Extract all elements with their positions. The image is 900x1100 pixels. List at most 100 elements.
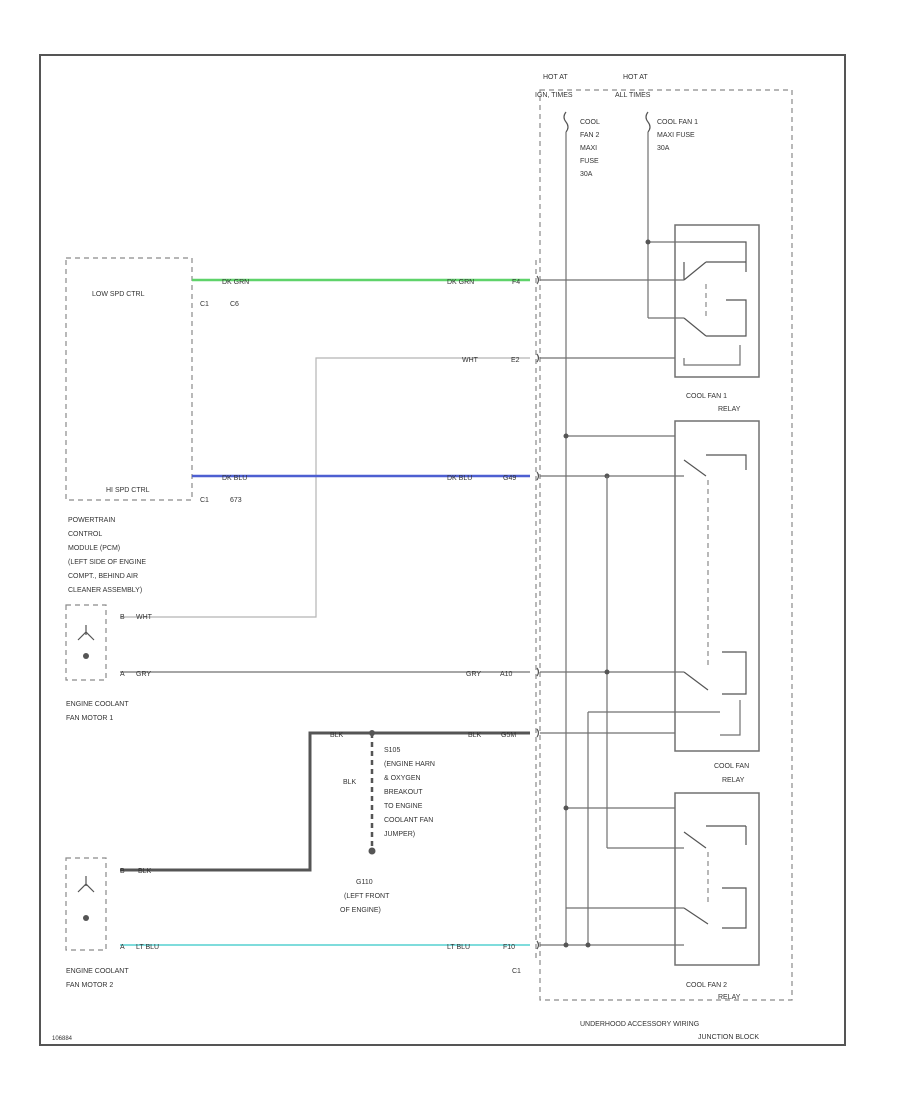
wire-blk-right-label: BLK xyxy=(468,732,482,739)
lt-blu-node-a xyxy=(585,942,591,948)
wire-gry-circuit: A10 xyxy=(500,671,513,678)
fuse1-line-1: MAXI FUSE xyxy=(657,132,695,139)
relay1-box xyxy=(674,224,760,378)
pcm-caption-2: MODULE (PCM) xyxy=(68,545,120,552)
splice-label-3: BREAKOUT xyxy=(384,789,423,796)
pcm-low-pin: LOW SPD CTRL xyxy=(92,291,145,298)
splice-label-5: COOLANT FAN xyxy=(384,817,433,824)
wire-blk-left-label: BLK xyxy=(330,732,344,739)
fuse1-node xyxy=(645,239,651,245)
motor2-blk-pin: B xyxy=(120,868,125,875)
motor2-blk-wire: BLK xyxy=(138,868,152,875)
ground-label-0: G110 xyxy=(356,879,373,886)
fuse2-line-1: FAN 2 xyxy=(580,132,600,139)
fuse1-line-0: COOL FAN 1 xyxy=(657,119,698,126)
wire-blk xyxy=(120,731,530,872)
splice-label-0: S105 xyxy=(384,747,400,754)
pcm-low-conn: C1 xyxy=(200,301,209,308)
splice-label-2: & OXYGEN xyxy=(384,775,421,782)
junction-caption-1: JUNCTION BLOCK xyxy=(698,1034,759,1041)
motor2-caption-0: ENGINE COOLANT xyxy=(66,968,129,975)
fuse2-line-0: COOL xyxy=(580,119,600,126)
relay2-contact-upper xyxy=(683,825,747,849)
ground-label-2: OF ENGINE) xyxy=(340,907,381,914)
fuse1-symbol xyxy=(645,111,651,133)
relay1-coil-return xyxy=(683,345,741,366)
relay-mid-contact-upper xyxy=(683,454,747,477)
hot-all-sub: ALL TIMES xyxy=(615,92,651,99)
relay-mid-box xyxy=(674,420,760,752)
c1-pin-1 xyxy=(536,275,540,285)
relay1-caption-0: COOL FAN 1 xyxy=(686,393,727,400)
pcm-hi-pin: HI SPD CTRL xyxy=(106,487,150,494)
diagram-frame xyxy=(39,54,846,1046)
c1-pin-2 xyxy=(536,353,540,363)
relay-mid-caption-0: COOL FAN xyxy=(714,763,749,770)
c1-pin-5 xyxy=(536,728,540,738)
fuse2-node-mid xyxy=(563,433,569,439)
pcm-low-cav: C6 xyxy=(230,301,239,308)
lt-blu-node-b xyxy=(563,942,569,948)
junction-block-box xyxy=(539,89,793,1001)
wire-blk-circuit: G5M xyxy=(501,732,516,739)
c1-pin-4 xyxy=(536,667,540,677)
hot-all-label: HOT AT xyxy=(623,74,648,81)
fan-motor1-ground-icon xyxy=(83,653,89,659)
pcm-caption-5: CLEANER ASSEMBLY) xyxy=(68,587,142,594)
figure-code: 106884 xyxy=(52,1036,73,1042)
pcm-hi-conn: C1 xyxy=(200,497,209,504)
relay1-contact-upper xyxy=(683,241,747,281)
wire-dk-grn-label: DK GRN xyxy=(222,279,249,286)
motor1-caption-1: FAN MOTOR 1 xyxy=(66,715,113,722)
c1-pin-3 xyxy=(536,471,540,481)
splice-label-6: JUMPER) xyxy=(384,831,415,838)
wire-wht-pin: E2 xyxy=(511,357,520,364)
wire-lt-blu-circuit: F10 xyxy=(503,944,515,951)
relay-mid-contact-lower xyxy=(683,651,747,695)
wire-wht xyxy=(120,357,530,618)
gry-node xyxy=(604,669,610,675)
motor1-wht-wire: WHT xyxy=(136,614,153,621)
hot-ign-label: HOT AT xyxy=(543,74,568,81)
fan-motor1-icon xyxy=(77,625,95,641)
relay2-box xyxy=(674,792,760,966)
wire-dk-grn-right-label: DK GRN xyxy=(447,279,474,286)
connector-c1-pins xyxy=(536,275,540,950)
motor2-caption-1: FAN MOTOR 2 xyxy=(66,982,113,989)
pcm-box xyxy=(65,257,193,501)
fuse2-node-relay2 xyxy=(563,805,569,811)
wire-dk-blu-right-label: DK BLU xyxy=(447,475,472,482)
relay1-caption-1: RELAY xyxy=(718,406,741,413)
pcm-caption-3: (LEFT SIDE OF ENGINE xyxy=(68,559,146,566)
wire-blk-mid-label: BLK xyxy=(343,779,357,786)
motor1-gry-wire: GRY xyxy=(136,671,151,678)
pcm-hi-cav: 673 xyxy=(230,497,242,504)
motor1-wht-pin: B xyxy=(120,614,125,621)
relay-mid-coil-return xyxy=(720,700,741,736)
wire-dk-grn-circuit: F4 xyxy=(512,279,520,286)
splice-label-1: (ENGINE HARN xyxy=(384,761,435,768)
fuse2-line-4: 30A xyxy=(580,171,593,178)
c1-pin-6 xyxy=(536,940,540,950)
fan-motor2-icon xyxy=(77,876,95,893)
hot-ign-sub: IGN, TIMES xyxy=(535,92,573,99)
junction-conn-label: C1 xyxy=(512,968,521,975)
pcm-caption-0: POWERTRAIN xyxy=(68,517,115,524)
wire-dk-blu-circuit: G49 xyxy=(503,475,516,482)
fan-motor2-ground-icon xyxy=(83,915,89,921)
motor2-ltblu-pin: A xyxy=(120,944,125,951)
relay2-caption-1: RELAY xyxy=(718,994,741,1001)
wire-wht-label: WHT xyxy=(462,357,479,364)
relay1-contact-lower xyxy=(683,299,747,337)
motor1-caption-0: ENGINE COOLANT xyxy=(66,701,129,708)
wire-gry-right-label: GRY xyxy=(466,671,481,678)
fuse2-symbol xyxy=(563,111,569,133)
wire-lt-blu-right-label: LT BLU xyxy=(447,944,470,951)
splice-label-4: TO ENGINE xyxy=(384,803,423,810)
pcm-caption-1: CONTROL xyxy=(68,531,102,538)
ground-label-1: (LEFT FRONT xyxy=(344,893,390,900)
wire-dk-blu-label: DK BLU xyxy=(222,475,247,482)
relay2-contact-lower xyxy=(683,887,747,929)
motor1-gry-pin: A xyxy=(120,671,125,678)
